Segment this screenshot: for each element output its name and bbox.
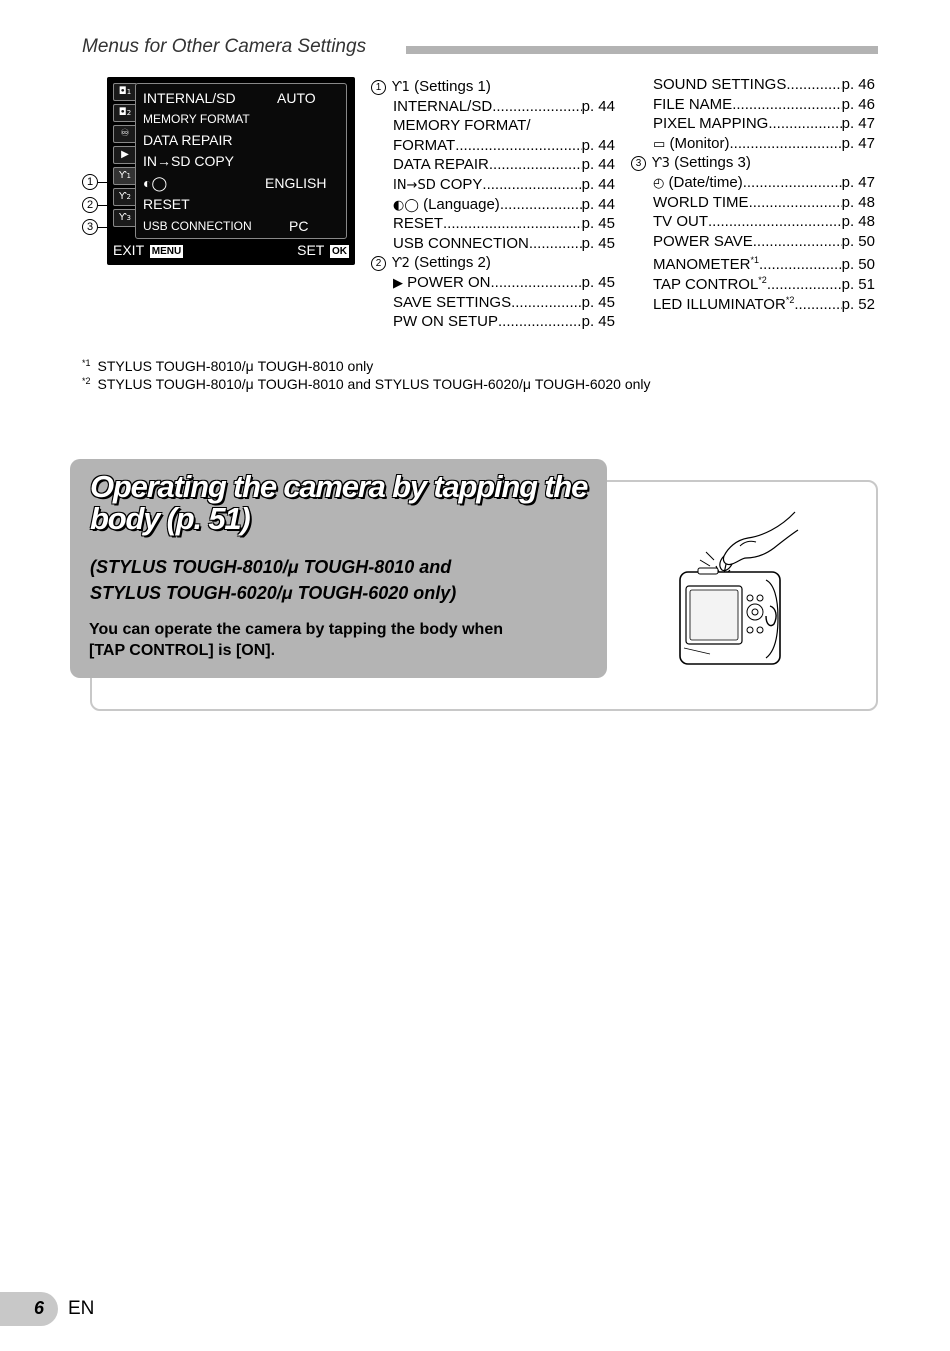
- index-power-on: ▶ POWER ONp. 45: [371, 273, 615, 293]
- page-number-tab: 6: [0, 1292, 58, 1326]
- settings-index-column-1: 1Ƴ1 (Settings 1) INTERNAL/SDp. 44 MEMORY…: [371, 77, 615, 332]
- menu-row-language: ◐◯ENGLISH: [143, 175, 327, 191]
- index-internal-sd: INTERNAL/SDp. 44: [371, 97, 615, 117]
- section-header: Menus for Other Camera Settings: [82, 36, 878, 60]
- tap-section-models: (STYLUS TOUGH-8010/μ TOUGH-8010 and STYL…: [90, 557, 457, 603]
- index-pw-on-setup: PW ON SETUPp. 45: [371, 312, 615, 332]
- menu-row-data-repair: DATA REPAIR: [143, 132, 233, 148]
- header-bar: [406, 46, 878, 54]
- language-icon: ◐◯: [393, 197, 419, 213]
- index-language: ◐◯ (Language)p. 44: [371, 195, 615, 215]
- settings-1-icon: Ƴ1: [392, 80, 410, 95]
- set-guide: SET OK: [297, 242, 349, 258]
- section-title: Menus for Other Camera Settings: [82, 36, 367, 57]
- clock-icon: ◴: [653, 175, 665, 191]
- settings-index-column-2: SOUND SETTINGSp. 46 FILE NAMEp. 46 PIXEL…: [631, 75, 875, 313]
- callout-1: 1: [82, 174, 116, 190]
- playback-menu-icon: ▶: [113, 146, 137, 164]
- exit-guide: EXIT MENU: [113, 242, 184, 258]
- menu-row-reset: RESET: [143, 196, 190, 212]
- page-number: 6: [33, 1298, 44, 1318]
- index-led-illuminator: LED ILLUMINATOR*2p. 52: [631, 291, 875, 313]
- menu-key-icon: MENU: [149, 245, 184, 258]
- index-file-name: FILE NAMEp. 46: [631, 95, 875, 115]
- index-manometer: MANOMETER*1p. 50: [631, 251, 875, 273]
- index-tap-control: TAP CONTROL*2p. 51: [631, 271, 875, 293]
- camera-tap-illustration-icon: [679, 511, 799, 665]
- index-world-time: WORLD TIMEp. 48: [631, 193, 875, 213]
- tap-section-box: Operating the camera by tapping the body…: [70, 459, 607, 678]
- settings-1-icon: Ƴ1: [113, 167, 137, 185]
- playback-icon: ▶: [393, 275, 403, 291]
- callout-3: 3: [82, 219, 116, 235]
- menu-row-copy: IN→SD COPY: [143, 153, 235, 169]
- language-code: EN: [68, 1298, 95, 1319]
- camera-menu-1-icon: ◘1: [113, 83, 137, 101]
- index-save-settings: SAVE SETTINGSp. 45: [371, 293, 615, 313]
- settings-3-icon: Ƴ3: [113, 209, 137, 227]
- copy-icon: IN→SD: [393, 177, 436, 193]
- index-data-repair: DATA REPAIRp. 44: [371, 155, 615, 175]
- settings-2-icon: Ƴ2: [113, 188, 137, 206]
- movie-menu-icon: ♾: [113, 125, 137, 143]
- tap-section-description: You can operate the camera by tapping th…: [89, 621, 503, 659]
- settings-2-icon: Ƴ2: [392, 256, 410, 272]
- screen-guide-bar: EXIT MENU SET OK: [113, 242, 349, 260]
- settings-3-icon: Ƴ3: [652, 156, 670, 172]
- index-pixel-mapping: PIXEL MAPPINGp. 47: [631, 114, 875, 134]
- language-icon: ◐◯: [143, 175, 168, 191]
- index-date-time: ◴ (Date/time)p. 47: [631, 173, 875, 193]
- index-sound-settings: SOUND SETTINGSp. 46: [631, 75, 875, 95]
- index-memory-format-line1: MEMORY FORMAT/: [393, 117, 531, 135]
- index-copy: IN→SD COPYp. 44: [371, 175, 615, 195]
- index-monitor: ▭ (Monitor)p. 47: [631, 134, 875, 154]
- index-tv-out: TV OUTp. 48: [631, 212, 875, 232]
- menu-row-memory-format: MEMORY FORMAT: [143, 112, 250, 126]
- callout-2: 2: [82, 197, 116, 213]
- ok-key-icon: OK: [330, 245, 349, 258]
- index-reset: RESETp. 45: [371, 214, 615, 234]
- index-power-save: POWER SAVEp. 50: [631, 232, 875, 252]
- monitor-icon: ▭: [653, 136, 666, 152]
- index-memory-format: FORMATp. 44: [371, 136, 615, 156]
- tap-section-title: Operating the camera by tapping the body…: [90, 469, 588, 536]
- index-usb-connection: USB CONNECTIONp. 45: [371, 234, 615, 254]
- camera-menu-2-icon: ◘2: [113, 104, 137, 122]
